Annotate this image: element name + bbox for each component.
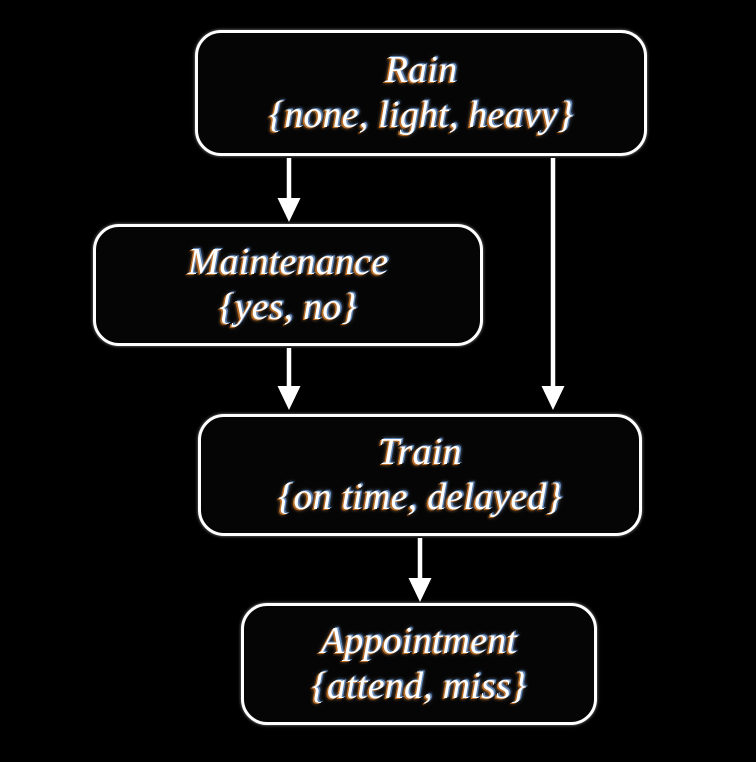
node-rain[interactable]: Rain {none, light, heavy} (195, 30, 647, 156)
node-train[interactable]: Train {on time, delayed} (198, 414, 642, 536)
node-appointment-label: Appointment (320, 619, 518, 662)
node-rain-states: {none, light, heavy} (268, 94, 574, 136)
edge-rain-to-train-arrow-icon (534, 156, 572, 412)
edge-train-to-appointment-arrow-icon (401, 536, 439, 604)
node-maintenance[interactable]: Maintenance {yes, no} (93, 224, 483, 346)
node-maintenance-label: Maintenance (187, 240, 389, 283)
node-train-states: {on time, delayed} (277, 476, 563, 518)
node-appointment[interactable]: Appointment {attend, miss} (241, 603, 597, 725)
node-maintenance-states: {yes, no} (219, 286, 357, 328)
edge-rain-to-maintenance-arrow-icon (270, 156, 308, 224)
node-train-label: Train (378, 430, 462, 473)
node-appointment-states: {attend, miss} (311, 665, 527, 707)
node-rain-label: Rain (384, 48, 458, 91)
edge-maintenance-to-train-arrow-icon (270, 346, 308, 412)
